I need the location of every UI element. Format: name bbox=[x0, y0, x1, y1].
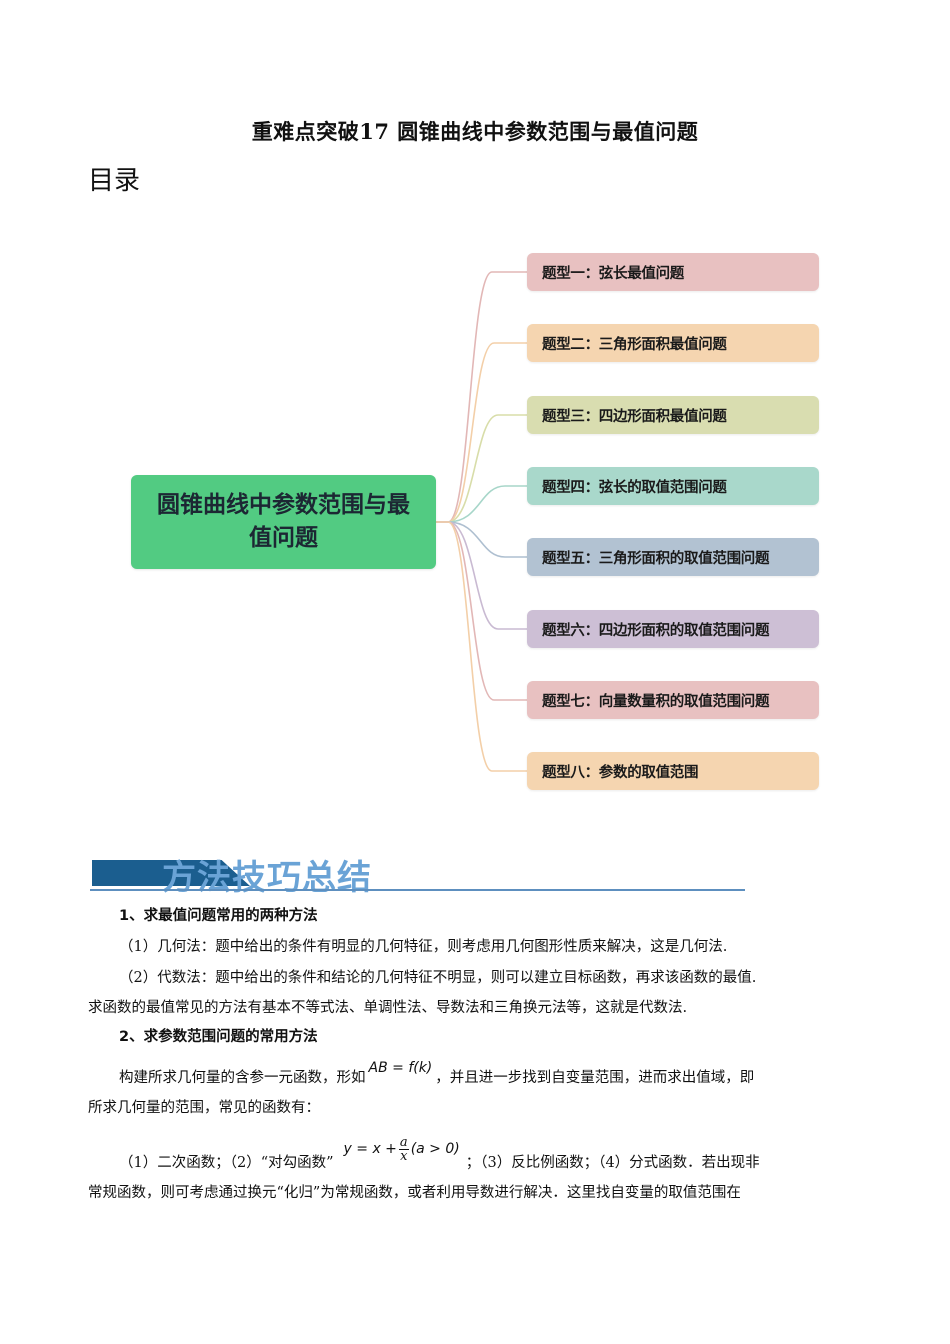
branch-node-5: 题型五：三角形面积的取值范围问题 bbox=[527, 538, 819, 576]
branch-label: 题型二：三角形面积最值问题 bbox=[542, 336, 727, 353]
item2-text-1a: 构建所求几何量的含参一元函数，形如 bbox=[119, 1070, 366, 1086]
connector-6 bbox=[436, 521, 527, 630]
connector-3 bbox=[436, 414, 527, 523]
toc-heading: 目录 bbox=[88, 166, 141, 196]
item1-paragraph-2a: （2）代数法：题中给出的条件和结论的几何特征不明显，则可以建立目标函数，再求该函… bbox=[119, 970, 757, 986]
banner-decoration bbox=[92, 860, 250, 886]
connector-8 bbox=[436, 521, 527, 772]
document-title: 重难点突破17 圆锥曲线中参数范围与最值问题 bbox=[251, 119, 699, 144]
connector-4 bbox=[436, 485, 527, 523]
section-banner: 方法技巧总结 bbox=[90, 852, 745, 898]
item2-heading: 2、求参数范围问题的常用方法 bbox=[119, 1029, 318, 1045]
branch-label: 题型八：参数的取值范围 bbox=[542, 764, 699, 781]
root-node-label: 圆锥曲线中参数范围与最值问题 bbox=[157, 492, 410, 551]
branch-node-6: 题型六：四边形面积的取值范围问题 bbox=[527, 610, 819, 648]
item1-paragraph-2b: 求函数的最值常见的方法有基本不等式法、单调性法、导数法和三角换元法等，这就是代数… bbox=[88, 1000, 688, 1016]
banner-underline bbox=[90, 889, 745, 891]
branch-label: 题型一：弦长最值问题 bbox=[542, 265, 684, 282]
branch-node-3: 题型三：四边形面积最值问题 bbox=[527, 396, 819, 434]
item1-heading: 1、求最值问题常用的两种方法 bbox=[119, 908, 318, 924]
branch-node-7: 题型七：向量数量积的取值范围问题 bbox=[527, 681, 819, 719]
connector-5 bbox=[436, 521, 527, 558]
mindmap-connectors bbox=[436, 271, 527, 772]
branch-label: 题型七：向量数量积的取值范围问题 bbox=[542, 693, 770, 710]
item2-paragraph-1: 构建所求几何量的含参一元函数，形如AB = f(k)，并且进一步找到自变量范围，… bbox=[119, 1060, 755, 1092]
branch-label: 题型六：四边形面积的取值范围问题 bbox=[542, 622, 770, 639]
branch-label: 题型四：弦长的取值范围问题 bbox=[542, 479, 727, 496]
item2-paragraph-2c: 常规函数，则可考虑通过换元“化归”为常规函数，或者利用导数进行解决．这里找自变量… bbox=[88, 1185, 741, 1201]
mindmap-root-node: 圆锥曲线中参数范围与最值问题 bbox=[131, 475, 436, 569]
formula-ab-f-k: AB = f(k) bbox=[368, 1060, 433, 1076]
item2-text-2b: ；（3）反比例函数；（4）分式函数．若出现非 bbox=[465, 1155, 760, 1171]
banner-title: 方法技巧总结 bbox=[162, 858, 372, 898]
branch-node-2: 题型二：三角形面积最值问题 bbox=[527, 324, 819, 362]
mindmap: 圆锥曲线中参数范围与最值问题 题型一：弦长最值问题 题型二：三角形面积最值问题 … bbox=[131, 253, 819, 790]
item2-paragraph-1c: 所求几何量的范围，常见的函数有： bbox=[88, 1100, 320, 1116]
branch-node-8: 题型八：参数的取值范围 bbox=[527, 752, 819, 790]
branch-label: 题型三：四边形面积最值问题 bbox=[542, 408, 727, 425]
connector-1 bbox=[436, 271, 527, 523]
item1-paragraph-1: （1）几何法：题中给出的条件有明显的几何特征，则考虑用几何图形性质来解决，这是几… bbox=[119, 939, 728, 955]
connector-2 bbox=[436, 342, 527, 523]
item2-text-1b: ，并且进一步找到自变量范围，进而求出值域，即 bbox=[435, 1070, 755, 1086]
branch-node-4: 题型四：弦长的取值范围问题 bbox=[527, 467, 819, 505]
connector-7 bbox=[436, 521, 527, 701]
branch-label: 题型五：三角形面积的取值范围问题 bbox=[542, 550, 770, 567]
item2-text-2a: （1）二次函数；（2）“对勾函数” bbox=[119, 1155, 334, 1171]
branch-node-1: 题型一：弦长最值问题 bbox=[527, 253, 819, 291]
